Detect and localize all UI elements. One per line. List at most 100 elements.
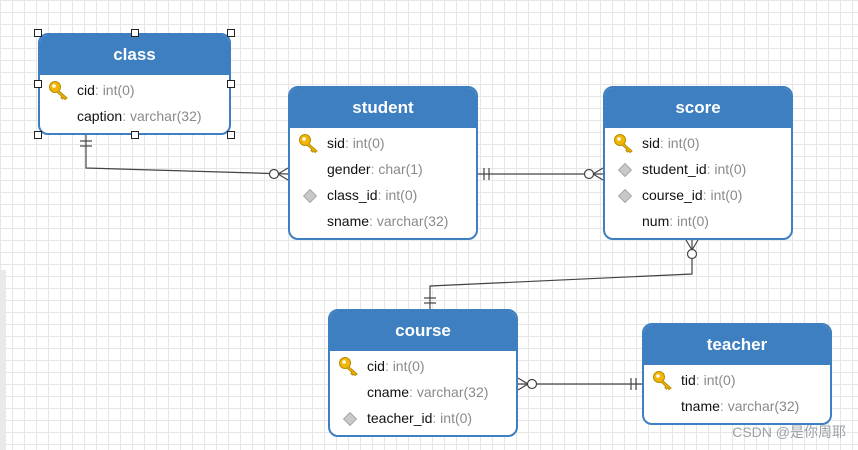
watermark: CSDN @是你周耶 xyxy=(732,424,846,440)
field-type: varchar(32) xyxy=(129,108,202,124)
field-type: char(1) xyxy=(378,161,423,177)
many-cardinality-mark xyxy=(592,173,604,181)
field-name: sid xyxy=(642,135,660,151)
table-header-class[interactable]: class xyxy=(40,35,229,75)
many-cardinality-mark xyxy=(517,383,529,391)
key-icon xyxy=(298,133,320,154)
field-name: sname xyxy=(327,213,370,229)
field-row[interactable]: gender: char(1) xyxy=(290,156,476,182)
field-row[interactable]: num: int(0) xyxy=(605,208,791,234)
field-row[interactable]: caption: varchar(32) xyxy=(40,103,229,129)
field-row[interactable]: sname: varchar(32) xyxy=(290,208,476,234)
field-type: int(0) xyxy=(703,372,736,388)
resize-handle[interactable] xyxy=(130,29,139,37)
many-cardinality-mark xyxy=(277,167,289,175)
field-row[interactable]: sid: int(0) xyxy=(290,130,476,156)
field-separator: : xyxy=(669,213,678,229)
resize-handle[interactable] xyxy=(34,131,42,139)
resize-handle[interactable] xyxy=(34,29,42,37)
field-separator: : xyxy=(377,187,386,203)
table-fields: tid: int(0)tname: varchar(32) xyxy=(644,365,830,419)
field-name: teacher_id xyxy=(367,410,433,426)
field-name: cname xyxy=(367,384,410,400)
many-cardinality-mark xyxy=(685,239,693,251)
field-name: cid xyxy=(367,358,385,374)
table-header-student[interactable]: student xyxy=(290,88,476,128)
field-separator: : xyxy=(659,135,668,151)
field-name: cid xyxy=(77,82,95,98)
field-separator: : xyxy=(369,213,377,229)
resize-handle[interactable] xyxy=(34,80,42,88)
field-row[interactable]: cid: int(0) xyxy=(40,77,229,103)
field-name: class_id xyxy=(327,187,378,203)
field-type: int(0) xyxy=(667,135,700,151)
field-row[interactable]: cname: varchar(32) xyxy=(330,379,516,405)
field-type: int(0) xyxy=(440,410,473,426)
field-name: course_id xyxy=(642,187,703,203)
field-separator: : xyxy=(370,161,379,177)
field-name: gender xyxy=(327,161,371,177)
field-row[interactable]: student_id: int(0) xyxy=(605,156,791,182)
resize-handle[interactable] xyxy=(227,80,235,88)
field-type: int(0) xyxy=(102,82,135,98)
field-row[interactable]: class_id: int(0) xyxy=(290,182,476,208)
zero-cardinality-mark xyxy=(686,248,698,260)
field-name: sid xyxy=(327,135,345,151)
field-separator: : xyxy=(384,358,393,374)
field-type: int(0) xyxy=(385,187,418,203)
field-type: int(0) xyxy=(352,135,385,151)
diamond-icon xyxy=(617,188,633,204)
table-fields: cid: int(0)cname: varchar(32)teacher_id:… xyxy=(330,351,516,431)
key-icon xyxy=(652,370,674,391)
field-type: int(0) xyxy=(714,161,747,177)
resize-handle[interactable] xyxy=(227,29,235,37)
field-name: num xyxy=(642,213,670,229)
field-name: tid xyxy=(681,372,696,388)
field-separator: : xyxy=(344,135,353,151)
field-type: int(0) xyxy=(710,187,743,203)
many-cardinality-mark xyxy=(691,239,699,251)
key-icon xyxy=(48,80,70,101)
field-row[interactable]: tid: int(0) xyxy=(644,367,830,393)
zero-cardinality-mark xyxy=(583,168,595,180)
field-type: int(0) xyxy=(677,213,709,229)
table-header-teacher[interactable]: teacher xyxy=(644,325,830,365)
field-row[interactable]: sid: int(0) xyxy=(605,130,791,156)
resize-handle[interactable] xyxy=(130,131,139,139)
table-header-course[interactable]: course xyxy=(330,311,516,351)
field-type: varchar(32) xyxy=(416,384,489,400)
table-fields: sid: int(0)student_id: int(0)course_id: … xyxy=(605,128,791,234)
field-row[interactable]: course_id: int(0) xyxy=(605,182,791,208)
field-type: varchar(32) xyxy=(727,398,800,414)
relationship-class-student xyxy=(85,135,289,175)
field-type: int(0) xyxy=(392,358,425,374)
table-fields: sid: int(0)gender: char(1)class_id: int(… xyxy=(290,128,476,234)
field-name: student_id xyxy=(642,161,707,177)
field-row[interactable]: tname: varchar(32) xyxy=(644,393,830,419)
diamond-icon xyxy=(617,162,633,178)
left-scroll-strip xyxy=(0,270,6,450)
relationship-course-score xyxy=(429,240,693,309)
resize-handle[interactable] xyxy=(227,131,235,139)
field-row[interactable]: cid: int(0) xyxy=(330,353,516,379)
field-name: caption xyxy=(77,108,123,124)
field-separator: : xyxy=(432,410,441,426)
zero-cardinality-mark xyxy=(268,168,280,180)
diamond-icon xyxy=(342,411,358,427)
field-separator: : xyxy=(719,398,728,414)
field-separator: : xyxy=(409,384,417,400)
field-name: tname xyxy=(681,398,720,414)
field-separator: : xyxy=(706,161,715,177)
table-header-score[interactable]: score xyxy=(605,88,791,128)
many-cardinality-mark xyxy=(517,377,529,385)
field-row[interactable]: teacher_id: int(0) xyxy=(330,405,516,431)
key-icon xyxy=(613,133,635,154)
many-cardinality-mark xyxy=(277,173,289,181)
